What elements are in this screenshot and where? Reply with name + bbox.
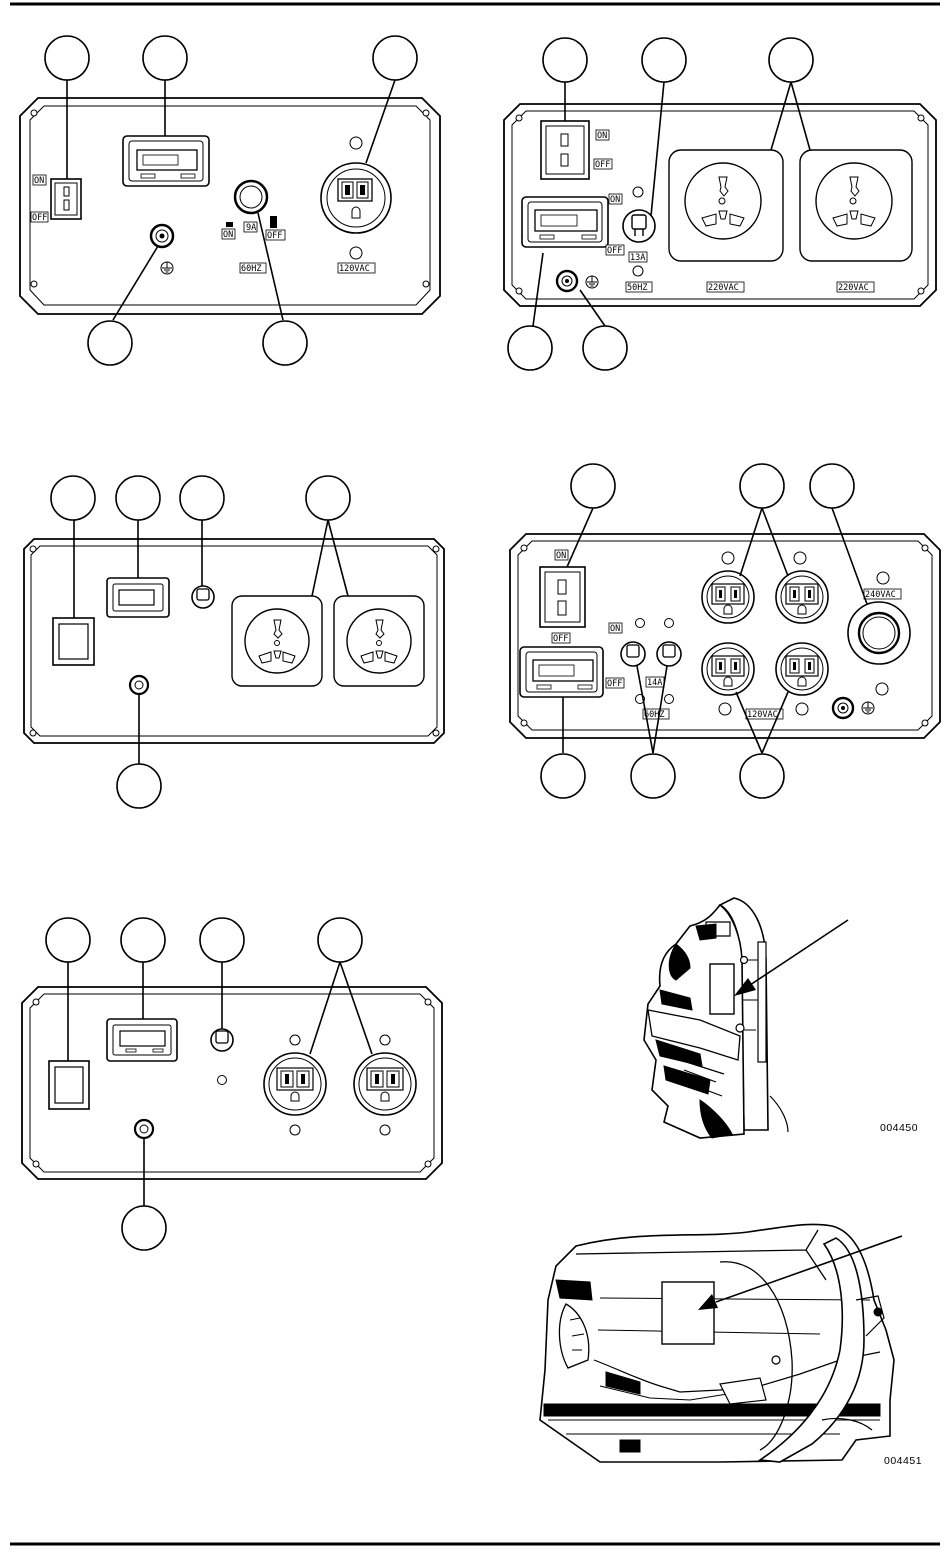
breaker-on-label: ON: [610, 624, 620, 634]
circuit-breaker: [235, 181, 267, 213]
ground-lug: [135, 1120, 153, 1138]
generator-end-view-illustration: [644, 898, 788, 1138]
switch-on-label: ON: [34, 176, 44, 186]
universal-outlet-left: [232, 596, 322, 686]
panel-b: ON OFF ON OFF 13A 50HZ: [504, 38, 936, 370]
power-switch: [541, 121, 589, 179]
panel-a: ON OFF ON 9A OFF 60HZ: [20, 36, 440, 365]
switch-off-label: OFF: [553, 634, 568, 644]
twist-lock-outlet: [848, 602, 910, 664]
meter-on-label: ON: [610, 195, 620, 205]
universal-outlet-right: [800, 150, 912, 261]
switch-on-label: ON: [556, 551, 566, 561]
switch-off-label: OFF: [32, 213, 47, 223]
universal-outlet-right: [334, 596, 424, 686]
breaker-off-label: OFF: [607, 679, 622, 689]
meter-off-label: OFF: [607, 246, 622, 256]
breaker-rating-label: 9A: [246, 223, 256, 233]
switch-on-label: ON: [597, 131, 607, 141]
power-switch: [540, 567, 585, 627]
voltage-label-left: 220VAC: [708, 283, 739, 293]
figure-number-bottom: 004451: [884, 1455, 922, 1467]
ground-lug: [833, 698, 853, 718]
voltage-240-label: 240VAC: [865, 590, 896, 600]
voltage-120-label: 120VAC: [747, 710, 778, 720]
ground-icon: [862, 702, 874, 714]
hour-meter: [123, 136, 209, 186]
ground-lug: [151, 225, 173, 247]
hour-meter: [107, 1019, 177, 1061]
breaker-off-label: OFF: [267, 231, 282, 241]
hour-meter: [520, 647, 603, 697]
breaker-rating-label: 14A: [647, 678, 662, 688]
power-switch: [53, 618, 94, 665]
breaker-rating-label: 13A: [630, 253, 645, 263]
breaker-on-label: ON: [223, 230, 233, 240]
circuit-breaker: [192, 586, 214, 608]
ground-icon: [586, 276, 598, 288]
hour-meter: [522, 197, 608, 247]
hour-meter: [107, 578, 169, 617]
switch-off-label: OFF: [595, 160, 610, 170]
ground-lug: [130, 676, 148, 694]
circuit-breaker-right: [657, 642, 681, 666]
voltage-label-right: 220VAC: [838, 283, 869, 293]
panel-e: [22, 918, 442, 1250]
ground-icon: [161, 262, 173, 274]
voltage-label: 120VAC: [339, 264, 370, 274]
circuit-breaker: [211, 1029, 233, 1051]
generator-side-view-illustration: [540, 1224, 894, 1462]
frequency-label: 60HZ: [241, 264, 261, 274]
universal-outlet-left: [669, 150, 783, 261]
frequency-label: 50HZ: [627, 283, 647, 293]
circuit-breaker-left: [621, 642, 645, 666]
figure-number-top: 004450: [880, 1122, 918, 1134]
ground-lug: [557, 271, 577, 291]
panel-c: [24, 476, 444, 808]
circuit-breaker: [623, 210, 655, 242]
power-switch: [49, 1061, 89, 1109]
power-switch: [51, 179, 81, 219]
panel-d: ON OFF ON OFF: [510, 464, 940, 798]
